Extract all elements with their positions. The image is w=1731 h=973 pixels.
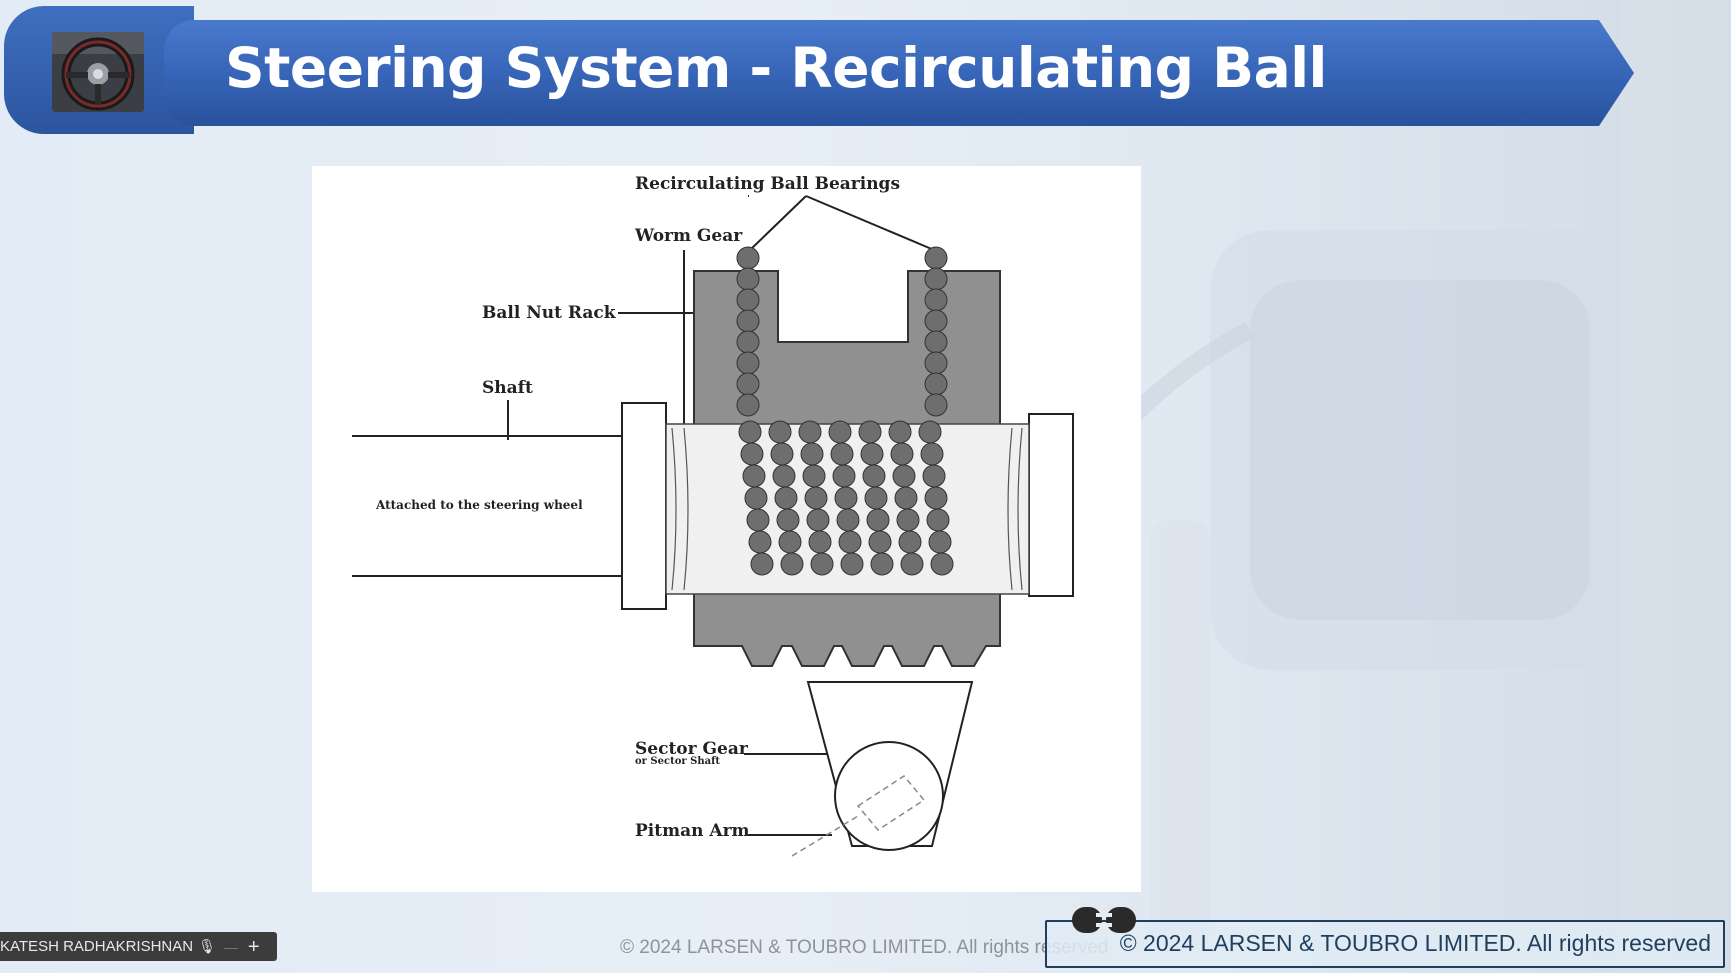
diagram-drawing: Recirculating Ball Bearings Worm Gear Ba…	[352, 174, 1074, 857]
label-worm-gear: Worm Gear	[634, 226, 743, 246]
separator: —	[223, 938, 238, 955]
label-recirculating-ball-bearings: Recirculating Ball Bearings	[635, 174, 900, 194]
logo-tab	[4, 6, 194, 134]
faint-copyright: © 2024 LARSEN & TOUBRO LIMITED. All righ…	[620, 937, 1109, 958]
plug-icon	[1072, 907, 1136, 933]
plus-icon[interactable]: +	[247, 935, 260, 958]
label-sector-gear: Sector Gear	[635, 739, 749, 759]
steering-wheel-photo-icon	[52, 32, 144, 112]
label-pitman-arm: Pitman Arm	[635, 821, 750, 841]
presenter-bar: KATESH RADHAKRISHNAN 🎙 — +	[0, 932, 277, 961]
label-ball-nut-rack: Ball Nut Rack	[482, 303, 617, 323]
microphone-icon[interactable]: 🎙	[198, 938, 216, 954]
copyright-text: © 2024 LARSEN & TOUBRO LIMITED. All righ…	[1119, 930, 1711, 956]
title-banner	[164, 20, 1634, 126]
page-title: Steering System - Recirculating Ball	[225, 36, 1327, 100]
label-shaft: Shaft	[482, 378, 533, 398]
presenter-name: KATESH RADHAKRISHNAN	[0, 938, 194, 955]
copyright-box: © 2024 LARSEN & TOUBRO LIMITED. All righ…	[1045, 920, 1725, 968]
recirculating-ball-diagram: Recirculating Ball Bearings Worm Gear Ba…	[312, 166, 1141, 892]
label-sector-shaft: or Sector Shaft	[635, 756, 720, 767]
label-attached: Attached to the steering wheel	[375, 498, 583, 512]
